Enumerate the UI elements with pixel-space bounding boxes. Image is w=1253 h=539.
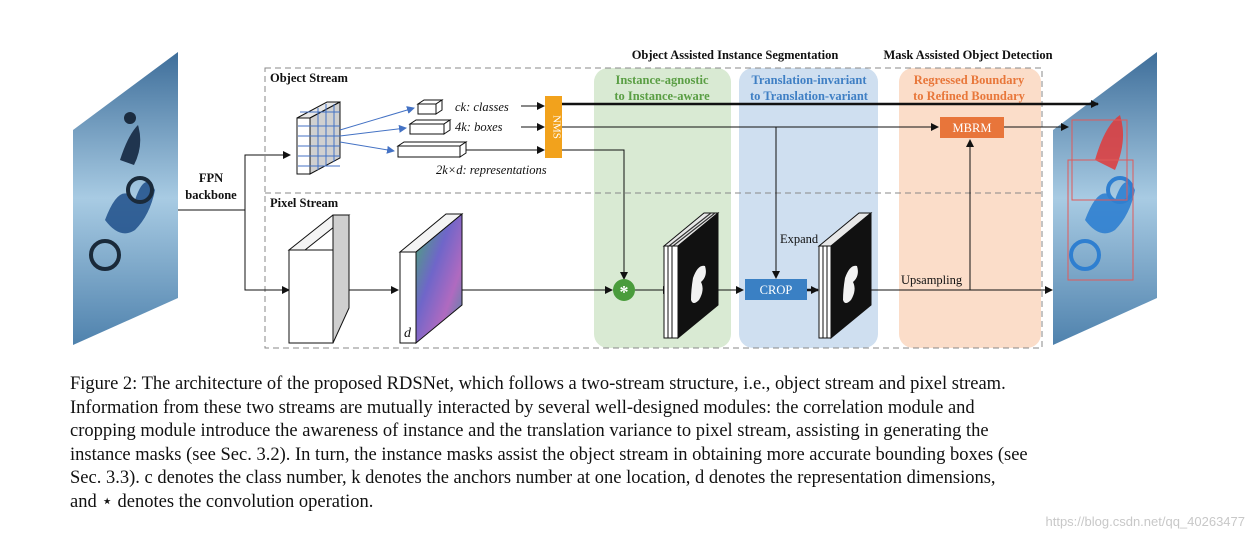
green-title-line1: Instance-agnostic bbox=[615, 73, 709, 87]
architecture-figure: Object Assisted Instance Segmentation Ma… bbox=[73, 48, 1157, 349]
upsampling-label: Upsampling bbox=[901, 273, 963, 287]
orange-title-line2: to Refined Boundary bbox=[913, 89, 1026, 103]
nms-label: NMS bbox=[551, 115, 563, 139]
object-conv-grid bbox=[296, 101, 341, 175]
figure-caption: Figure 2: The architecture of the propos… bbox=[70, 373, 1162, 514]
crop-label: CROP bbox=[760, 283, 793, 297]
blue-title-line2: to Translation-variant bbox=[750, 89, 869, 103]
representations-label: 2k×d: representations bbox=[436, 163, 547, 177]
input-image bbox=[73, 52, 178, 345]
caption-line: and ⋆ denotes the convolution operation. bbox=[70, 491, 374, 512]
caption-line: Sec. 3.3). c denotes the class number, k… bbox=[70, 468, 996, 488]
watermark: https://blog.csdn.net/qq_40263477 bbox=[1045, 514, 1246, 529]
fpn-label-line1: FPN bbox=[199, 171, 223, 185]
crop-block bbox=[745, 279, 807, 300]
representation-output-box bbox=[396, 141, 468, 158]
instance-mask-stack bbox=[662, 211, 720, 340]
caption-line: instance masks (see Sec. 3.2). In turn, … bbox=[70, 444, 1028, 465]
expand-label: Expand bbox=[780, 232, 819, 246]
cropped-mask-stack bbox=[817, 211, 873, 340]
pixel-stream-label: Pixel Stream bbox=[270, 196, 339, 210]
correlation-module bbox=[613, 279, 635, 301]
nms-block bbox=[545, 96, 562, 158]
object-stream-label: Object Stream bbox=[270, 71, 348, 85]
caption-line: Information from these two streams are m… bbox=[70, 397, 975, 418]
blue-title-line1: Translation-invariant bbox=[751, 73, 867, 87]
classes-label: ck: classes bbox=[455, 100, 509, 114]
correlation-symbol: * bbox=[620, 282, 629, 302]
streams-dashed-box bbox=[264, 67, 1043, 349]
oais-title: Object Assisted Instance Segmentation bbox=[632, 48, 839, 62]
fpn-label-line2: backbone bbox=[185, 188, 237, 202]
boxes-label: 4k: boxes bbox=[455, 120, 503, 134]
caption-line: cropping module introduce the awareness … bbox=[70, 421, 989, 441]
mbrm-block bbox=[940, 117, 1004, 138]
box-output-box bbox=[408, 119, 452, 135]
maod-title: Mask Assisted Object Detection bbox=[883, 48, 1052, 62]
output-image bbox=[1053, 52, 1157, 345]
caption-line: Figure 2: The architecture of the propos… bbox=[70, 374, 1006, 394]
class-output-box bbox=[416, 99, 444, 115]
pixel-representation-map bbox=[398, 212, 464, 345]
pixel-feature-block bbox=[287, 214, 351, 344]
green-title-line2: to Instance-aware bbox=[614, 89, 710, 103]
mbrm-label: MBRM bbox=[953, 121, 992, 135]
orange-title-line1: Regressed Boundary bbox=[914, 73, 1025, 87]
d-label: d bbox=[404, 326, 412, 341]
